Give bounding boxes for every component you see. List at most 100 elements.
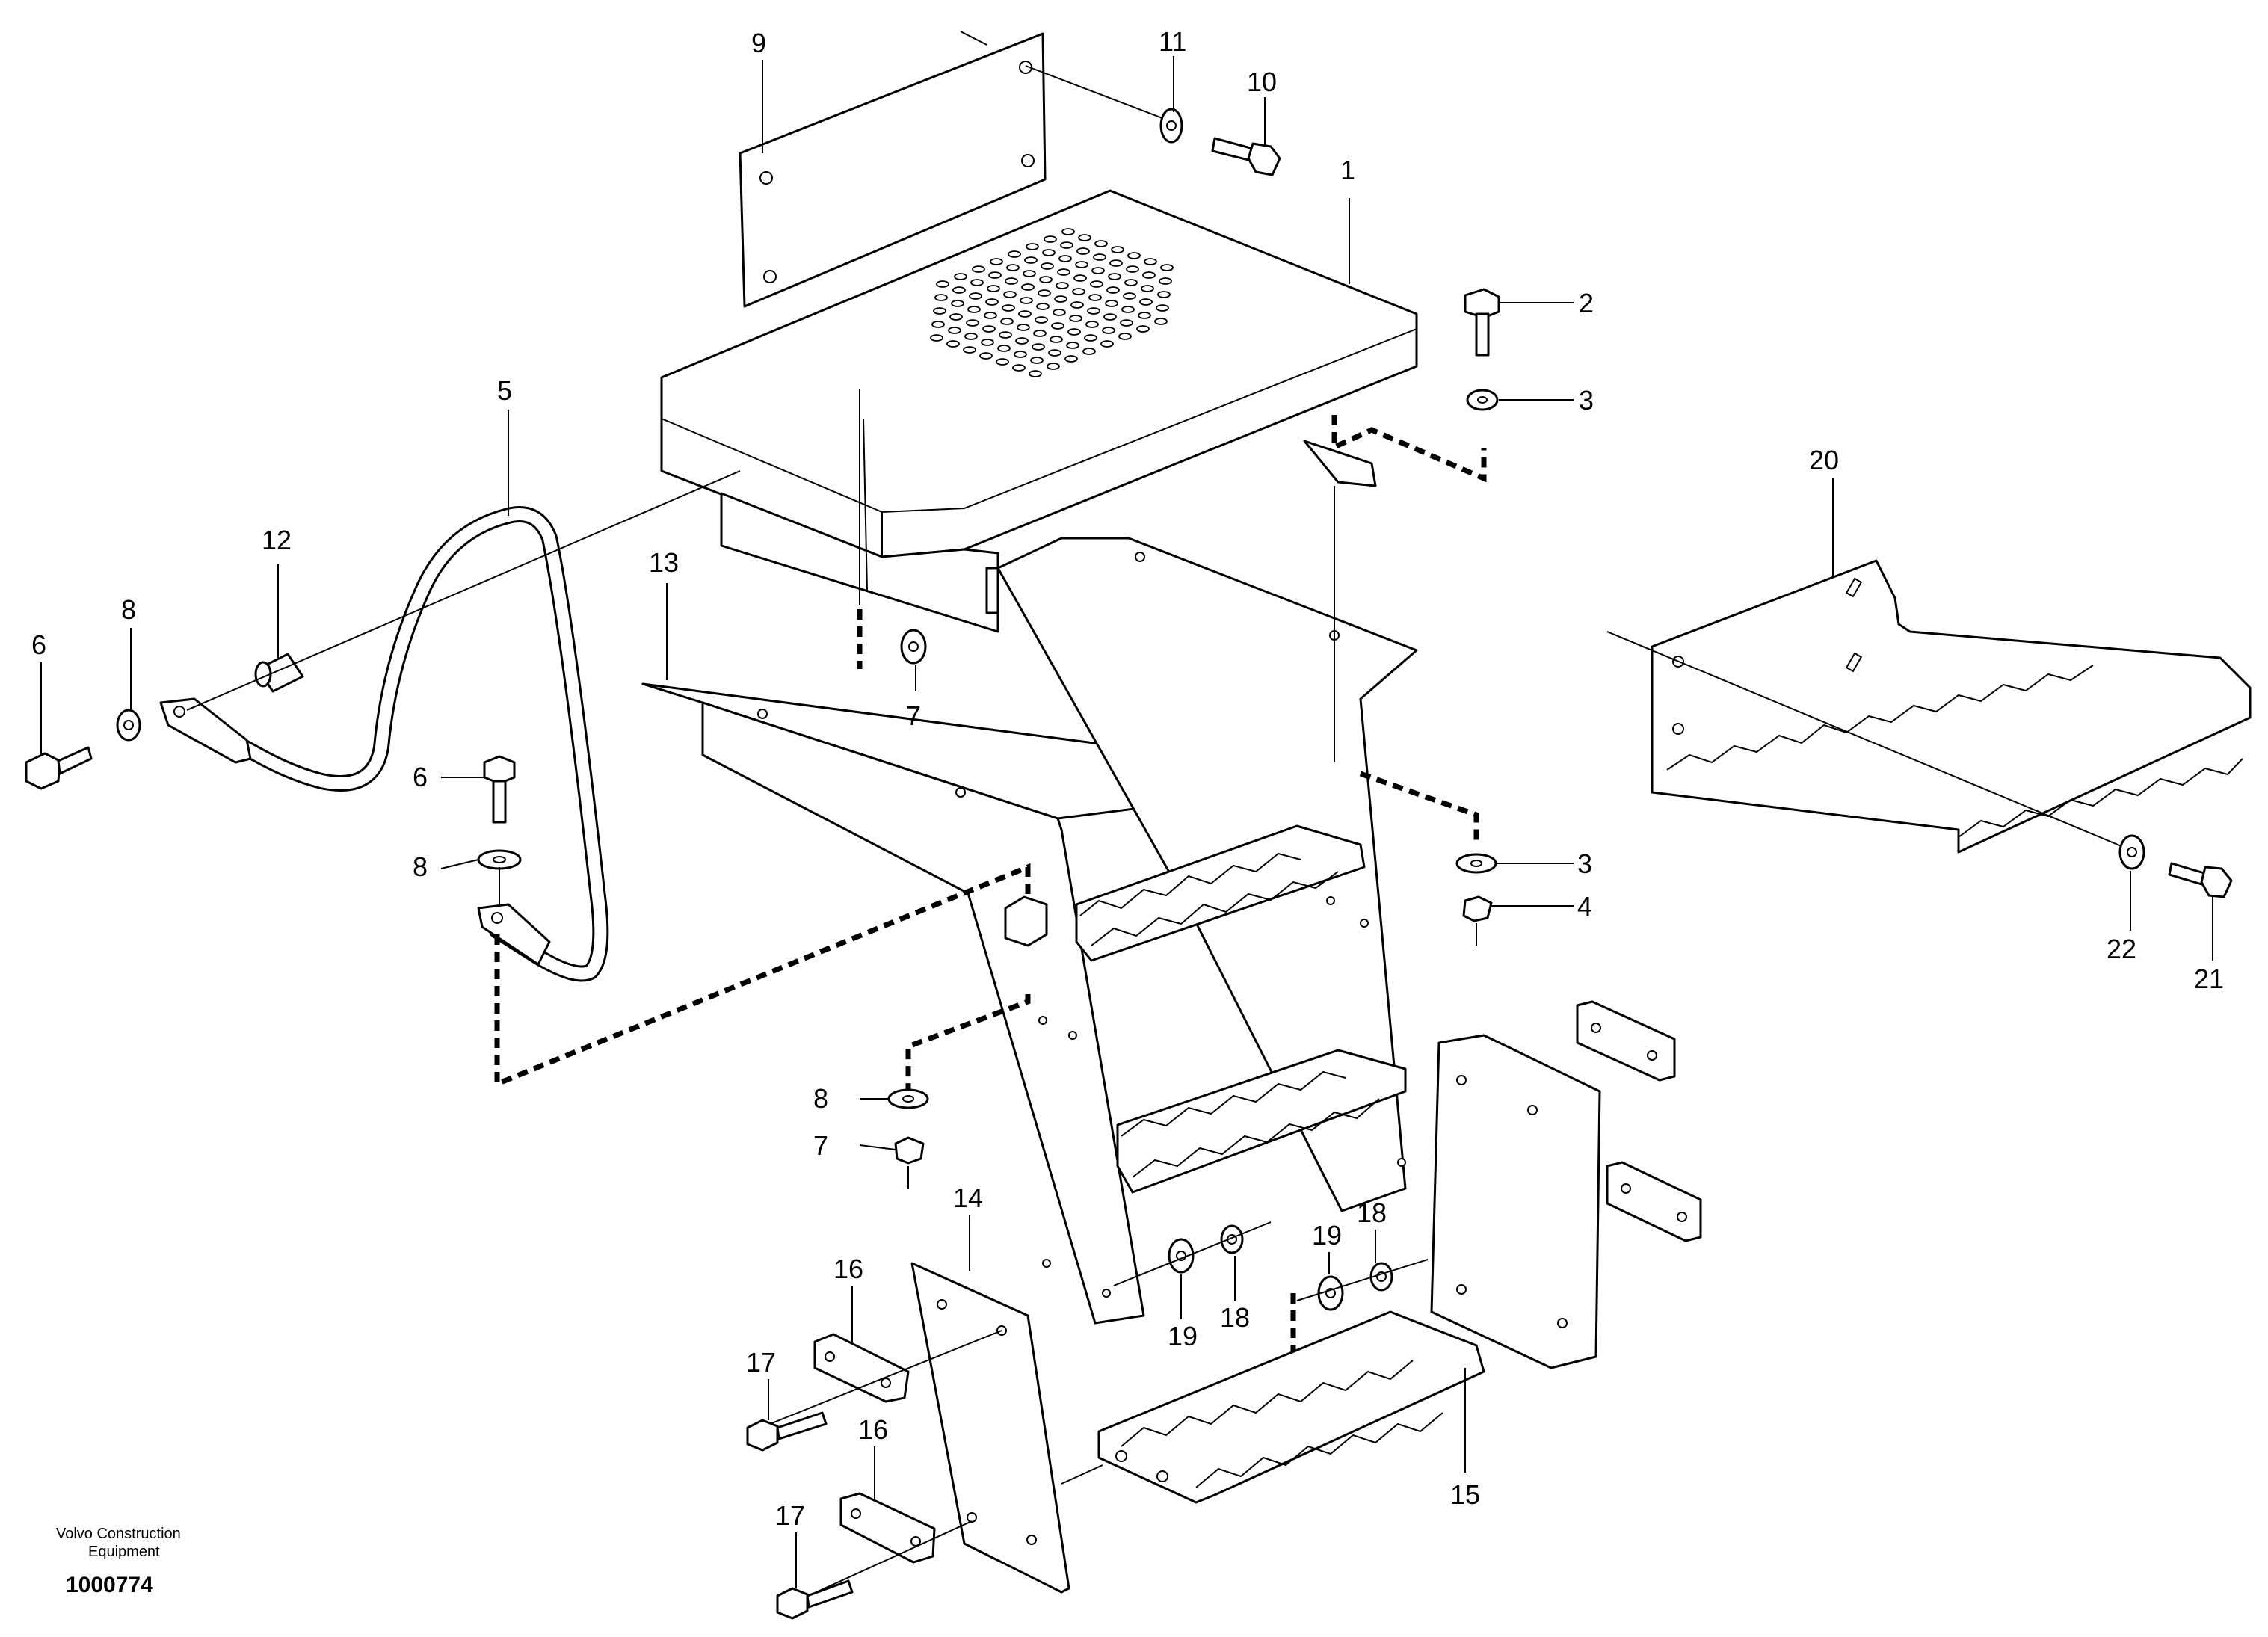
perforation-hole [1070, 301, 1084, 309]
perforation-hole [1021, 283, 1035, 291]
perforation-hole [1082, 348, 1096, 355]
perforation-hole [1136, 325, 1150, 333]
plate-right-small-lower [1606, 1161, 1702, 1242]
perforation-hole [1012, 364, 1026, 372]
perforation-hole [1050, 336, 1063, 343]
callout-16-upper: 16 [833, 1254, 863, 1284]
nut-7-center [894, 1136, 925, 1165]
perforation-hole [963, 346, 976, 354]
bolt-6-mid [483, 755, 516, 824]
perforation-hole [954, 273, 967, 280]
perforation-hole [936, 280, 949, 288]
part-20-side-step [1651, 559, 2252, 854]
perforation-hole [1023, 270, 1036, 277]
perforation-hole [1121, 306, 1135, 313]
perforation-hole [1042, 249, 1056, 256]
perforation-hole [1075, 261, 1088, 268]
washer-8-mid [477, 849, 522, 870]
perforation-hole [1102, 327, 1115, 334]
bolt-21 [2168, 862, 2233, 898]
perforation-hole [948, 327, 961, 334]
callout-16-lower: 16 [858, 1414, 888, 1445]
perforation-hole [1160, 264, 1174, 271]
perforation-hole [1144, 258, 1157, 265]
perforation-hole [931, 321, 945, 328]
perforation-hole [1106, 286, 1120, 294]
callout-21: 21 [2194, 964, 2224, 994]
callout-4: 4 [1577, 891, 1592, 922]
perforation-hole [988, 271, 1002, 279]
perforation-hole [1067, 328, 1081, 336]
callout-3-top: 3 [1579, 385, 1594, 416]
perforation-hole [1157, 291, 1171, 298]
callout-5: 5 [497, 375, 512, 406]
callout-7-center: 7 [813, 1130, 828, 1161]
callout-20: 20 [1809, 445, 1839, 475]
perforation-hole [979, 352, 993, 360]
footer-brand-line2: Equipment [88, 1544, 160, 1560]
callouts: 9 11 10 1 2 3 5 12 13 6 8 7 6 8 3 4 8 7 … [31, 26, 2224, 1531]
perforation-hole [952, 286, 966, 294]
perforation-hole [1093, 253, 1106, 261]
callout-9: 9 [751, 28, 766, 58]
perforation-hole [1051, 322, 1064, 330]
callout-8-mid: 8 [413, 851, 428, 882]
perforation-hole [1018, 310, 1032, 318]
perforation-hole [1064, 355, 1078, 363]
perforation-hole [1038, 289, 1051, 297]
bolt-10 [1211, 137, 1281, 176]
perforation-hole [997, 345, 1011, 352]
perforation-hole [934, 294, 948, 301]
perforation-hole [1030, 357, 1044, 364]
platform-perforations [930, 228, 1174, 377]
perforation-hole [1032, 343, 1045, 351]
perforation-hole [1000, 318, 1014, 325]
footer: Volvo Construction Equipment 1000774 [56, 1526, 181, 1597]
perforation-hole [933, 307, 946, 315]
washer-18b [1369, 1262, 1393, 1292]
perforation-hole [946, 340, 960, 348]
perforation-hole [1069, 315, 1082, 322]
perforation-hole [1057, 268, 1070, 276]
perforation-hole [1060, 241, 1073, 249]
perforation-hole [985, 298, 999, 306]
perforation-hole [1111, 246, 1124, 253]
perforation-hole [999, 331, 1012, 339]
perforation-hole [1138, 312, 1151, 319]
perforation-hole [1073, 274, 1087, 282]
perforation-hole [1087, 307, 1100, 315]
perforation-hole [1123, 292, 1136, 300]
callout-10: 10 [1247, 67, 1277, 97]
bolt-6-left [25, 746, 93, 790]
perforation-hole [964, 333, 978, 340]
perforation-hole [969, 292, 982, 300]
perforation-hole [970, 279, 984, 286]
callout-17-lower: 17 [775, 1500, 805, 1531]
leader-lines [40, 56, 2213, 1588]
perforation-hole [1024, 256, 1038, 264]
perforation-hole [1120, 319, 1133, 327]
perforation-hole [949, 313, 963, 321]
perforation-hole [1078, 234, 1091, 241]
perforation-hole [1124, 279, 1138, 286]
perforation-hole [1103, 313, 1117, 321]
washer-22 [2118, 834, 2145, 870]
perforation-hole [982, 325, 996, 333]
perforation-hole [990, 258, 1003, 265]
washer-3-right [1455, 853, 1497, 874]
washer-3-top [1466, 389, 1499, 411]
perforation-hole [1085, 321, 1099, 328]
perforation-hole [1094, 240, 1108, 247]
perforation-hole [1076, 247, 1090, 255]
callout-11: 11 [1159, 26, 1186, 57]
upper-tread [1075, 824, 1366, 962]
perforation-hole [1047, 363, 1060, 370]
perforation-hole [996, 358, 1009, 366]
perforation-hole [1127, 252, 1141, 259]
perforation-hole [981, 339, 994, 346]
callout-22: 22 [2107, 934, 2136, 964]
perforation-hole [1061, 228, 1075, 235]
perforation-hole [1015, 337, 1029, 345]
perforation-hole [1159, 277, 1172, 285]
